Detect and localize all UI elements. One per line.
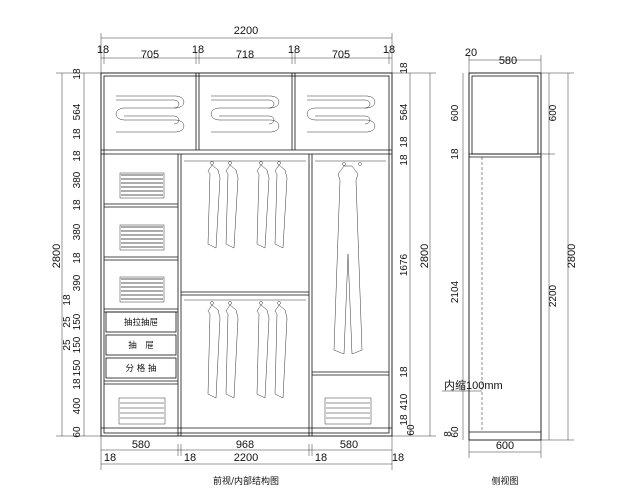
left-h18d: 18 <box>72 199 83 211</box>
side-h2104: 2104 <box>450 280 461 303</box>
right-r1676: 1676 <box>399 253 410 276</box>
left-h564: 564 <box>72 103 83 120</box>
bottom-width-580a: 580 <box>132 439 150 451</box>
right-dimensions: 18 564 18 18 1676 18 410 18 60 2800 <box>399 62 431 436</box>
side-caption: 侧视图 <box>491 475 518 487</box>
side-h8: 8 <box>443 431 454 437</box>
side-h2200: 2200 <box>548 284 559 307</box>
side-thick-top: 20 <box>465 47 477 59</box>
top-width-18c: 18 <box>288 44 300 56</box>
right-r18a: 18 <box>399 62 410 74</box>
right-r60: 60 <box>406 424 417 436</box>
top-width-18b: 18 <box>192 44 204 56</box>
left-h18f: 18 <box>62 294 73 306</box>
drawer-label-1: 抽拉抽屉 <box>124 317 158 328</box>
total-height-right: 2800 <box>419 244 431 268</box>
left-h25a: 25 <box>62 316 73 328</box>
right-r18c: 18 <box>399 154 410 166</box>
left-h150c: 150 <box>72 359 83 376</box>
left-h25b: 25 <box>62 339 73 351</box>
side-view: 20 580 600 18 2104 60 8 600 2200 2800 内缩… <box>442 47 578 487</box>
drawer-label-2: 抽 屉 <box>128 340 154 351</box>
top-width-718: 718 <box>236 49 254 61</box>
left-h380a: 380 <box>72 171 83 188</box>
top-width-18a: 18 <box>97 44 109 56</box>
right-r18b: 18 <box>399 136 410 148</box>
left-h60: 60 <box>72 426 83 438</box>
top-width-705b: 705 <box>332 49 350 61</box>
side-h600: 600 <box>450 104 461 121</box>
side-h600-right: 600 <box>548 104 559 121</box>
bottom-thick-18a: 18 <box>104 452 116 464</box>
drawer-label-3: 分 格 抽 <box>126 363 157 374</box>
top-width-18d: 18 <box>383 44 395 56</box>
left-h390: 390 <box>72 274 83 291</box>
left-h150b: 150 <box>72 336 83 353</box>
left-dimensions: 2800 18 564 18 18 380 18 380 18 390 18 2… <box>51 68 83 438</box>
bottom-width-968: 968 <box>236 439 254 451</box>
hanging-clothes-icon <box>207 161 363 399</box>
side-depth-top: 580 <box>499 55 517 67</box>
left-h150a: 150 <box>72 313 83 330</box>
total-height-left: 2800 <box>51 244 63 268</box>
front-caption: 前视/内部结构图 <box>213 475 279 487</box>
side-h18: 18 <box>450 148 461 160</box>
right-r18d: 18 <box>399 366 410 378</box>
bottom-width-580b: 580 <box>340 439 358 451</box>
bottom-thick-18d: 18 <box>392 452 404 464</box>
right-r410: 410 <box>399 393 410 410</box>
top-width-705a: 705 <box>141 49 159 61</box>
left-h400: 400 <box>72 397 83 414</box>
right-r18e: 18 <box>399 414 410 426</box>
left-h18c: 18 <box>72 150 83 162</box>
bottom-thick-18b: 18 <box>184 452 196 464</box>
right-r564: 564 <box>399 103 410 120</box>
left-h18b: 18 <box>72 128 83 140</box>
total-width-bottom: 2200 <box>234 452 258 464</box>
side-inset-note: 内缩100mm <box>444 378 503 392</box>
left-h380b: 380 <box>72 223 83 240</box>
front-view: 抽拉抽屉 抽 屉 分 格 抽 2200 18 705 18 718 18 705… <box>51 25 436 487</box>
folded-clothes-icon <box>115 95 376 133</box>
left-h18a: 18 <box>72 68 83 80</box>
side-h2800: 2800 <box>566 244 578 268</box>
folded-stack-icon <box>119 172 165 303</box>
side-depth-bottom: 600 <box>496 440 514 452</box>
side-h60: 60 <box>450 426 461 438</box>
bottom-thick-18c: 18 <box>315 452 327 464</box>
total-width-top: 2200 <box>234 25 258 37</box>
left-h18e: 18 <box>72 252 83 264</box>
left-h18g: 18 <box>72 378 83 390</box>
bottom-stack-icon <box>118 397 372 425</box>
